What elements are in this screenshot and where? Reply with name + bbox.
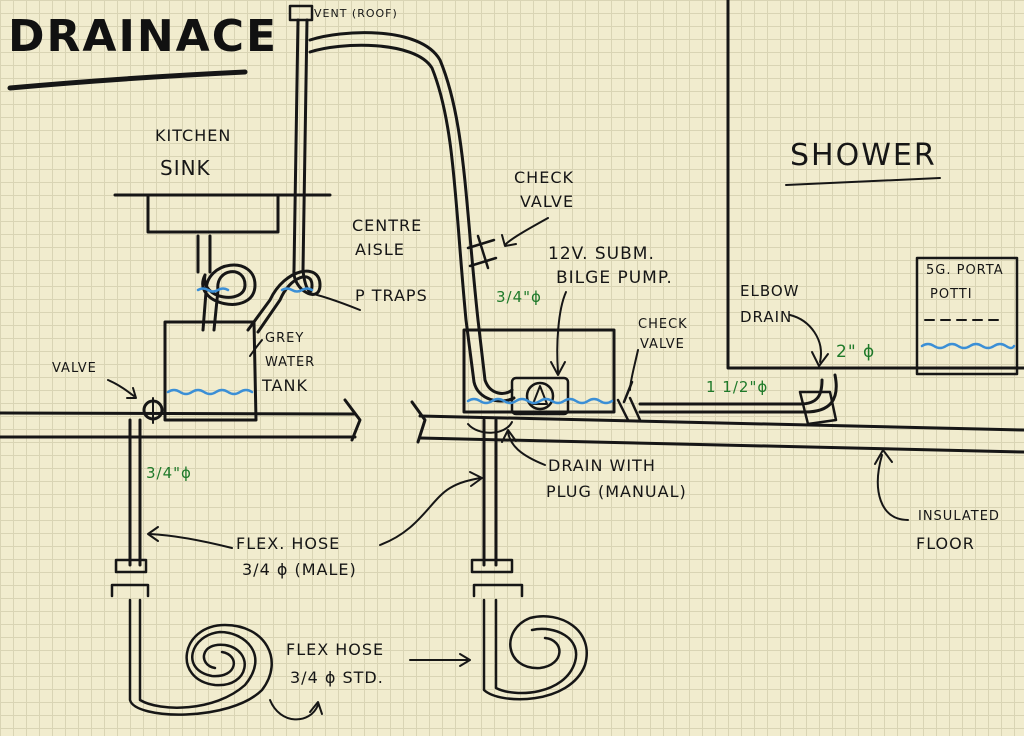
floor-break-right	[410, 400, 427, 444]
flex-male-arrow-right	[379, 477, 481, 546]
kitchen-label: KITCHEN	[155, 126, 232, 145]
title-underline	[7, 69, 248, 91]
porta-potti-box	[915, 256, 1019, 376]
p-traps-label: P TRAPS	[355, 286, 428, 305]
shower-label: SHOWER	[790, 138, 937, 173]
check-valve-right-label-2: VALVE	[640, 337, 685, 352]
floor-break-left	[343, 398, 362, 442]
p-traps-arrow	[304, 291, 361, 311]
bilge-water-level	[466, 397, 614, 405]
pump-label-1: 12V. SUBM.	[548, 244, 655, 264]
porta-label-2: POTTI	[930, 287, 973, 302]
centre-label: CENTRE	[352, 216, 423, 235]
bilge-tank	[462, 328, 616, 414]
tank-label: TANK	[262, 376, 308, 395]
right-coupling	[470, 558, 514, 574]
pump-hose-size: 3/4"ϕ	[496, 288, 542, 306]
pump-pointer	[556, 291, 567, 373]
right-coil	[482, 598, 588, 701]
left-male-coupling	[114, 558, 148, 574]
shower-line-size: 1 1/2"ϕ	[706, 378, 769, 396]
insulated-arrow	[876, 454, 909, 521]
grey-water-tank	[163, 320, 258, 422]
aisle-label: AISLE	[355, 240, 405, 259]
floor-left	[0, 411, 357, 439]
shower-underline	[785, 177, 941, 186]
flex-std-label-2: 3/4 ϕ STD.	[290, 668, 384, 687]
flex-male-label-2: 3/4 ϕ (MALE)	[242, 560, 357, 579]
insulated-label: INSULATED	[918, 509, 1000, 524]
trap1-water	[196, 287, 230, 293]
water-label: WATER	[265, 355, 316, 370]
shower-wall	[726, 0, 1024, 370]
elbow-size: 2" ϕ	[836, 342, 876, 362]
valve-label: VALVE	[52, 361, 97, 376]
check-valve-right-label-1: CHECK	[638, 317, 688, 332]
tank-water-level	[166, 388, 254, 396]
porta-water-level	[920, 342, 1016, 350]
elbow-label-1: ELBOW	[740, 282, 800, 300]
flex-male-label-1: FLEX. HOSE	[236, 534, 341, 553]
flex-std-label-1: FLEX HOSE	[286, 640, 385, 659]
check-valve-arrow	[505, 217, 549, 245]
drain-plug-label-1: DRAIN WITH	[548, 456, 656, 475]
drain-plug-arrow	[507, 431, 546, 466]
right-check-valve	[616, 380, 642, 422]
left-coil	[128, 598, 273, 716]
flex-std-curve	[269, 699, 319, 721]
left-hose-size: 3/4"ϕ	[146, 464, 192, 482]
vent-cap	[288, 4, 314, 22]
sink-basin	[146, 194, 280, 234]
elbow-drain	[798, 390, 838, 426]
left-drop-hose	[128, 418, 142, 567]
sink-label: SINK	[160, 156, 211, 180]
elbow-arrow	[789, 314, 822, 363]
elbow-label-2: DRAIN	[740, 308, 793, 326]
bilge-pump	[510, 376, 570, 416]
upper-check-valve	[466, 234, 498, 270]
drain-plug-label-2: PLUG (MANUAL)	[546, 482, 687, 501]
floor-right	[418, 414, 1024, 454]
vent-loop	[308, 31, 516, 403]
pump-label-2: BILGE PUMP.	[556, 268, 673, 288]
porta-label-1: 5G. PORTA	[926, 263, 1004, 278]
pump-drop-hose	[482, 418, 498, 567]
valve-arrow	[107, 379, 135, 397]
vent-label: VENT (ROOF)	[314, 7, 398, 20]
trap2-water	[280, 287, 314, 293]
p-trap-2	[246, 18, 322, 334]
diagram-title: DRAINACE	[8, 11, 279, 62]
check-valve-top-label-1: CHECK	[514, 168, 574, 187]
flex-male-arrow-left	[149, 533, 233, 549]
floor-label: FLOOR	[916, 534, 975, 553]
sink-drain	[196, 234, 212, 274]
p-trap-1	[201, 263, 257, 332]
grey-label: GREY	[265, 331, 305, 346]
check-valve-top-label-2: VALVE	[520, 192, 575, 211]
